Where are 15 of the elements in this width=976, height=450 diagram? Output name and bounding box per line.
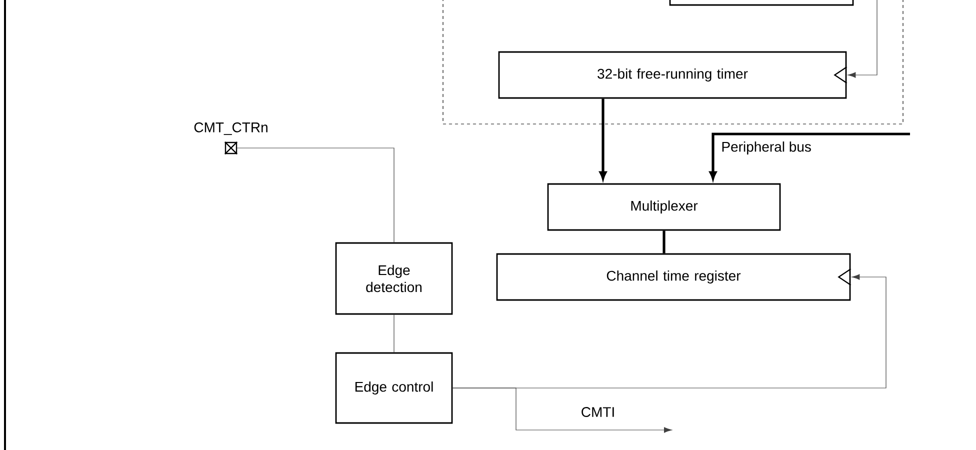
block-box <box>669 0 854 6</box>
register-box: Channel time register <box>496 253 852 301</box>
edge-label: CMTI <box>580 406 616 418</box>
block-box: Edge control <box>335 352 453 424</box>
register-box: 32-bit free-running timer <box>498 51 848 99</box>
pin-symbol <box>224 141 238 155</box>
dashed-boundary-box <box>442 0 904 124</box>
connector-arrow <box>452 388 672 433</box>
pin-label: CMT_CTRn <box>194 122 268 135</box>
connector-arrow <box>709 132 910 180</box>
connector-arrow <box>599 98 607 180</box>
block-box: Multiplexer <box>547 183 781 231</box>
connector-arrow <box>848 0 878 78</box>
edge-label: Peripheral bus <box>720 140 812 156</box>
block-box: Edge detection <box>335 242 453 315</box>
